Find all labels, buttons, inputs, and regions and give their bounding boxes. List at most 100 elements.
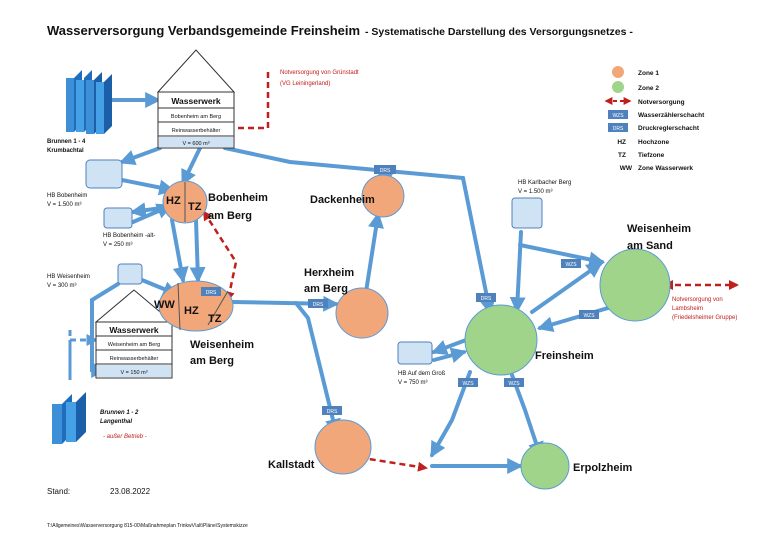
emergency-gruenstadt xyxy=(223,72,270,133)
legend-label: Hochzone xyxy=(638,139,669,146)
wells-krumbachtal xyxy=(66,70,112,134)
place-name: Kallstadt xyxy=(268,459,315,471)
wzs-tag-label: WZS xyxy=(508,381,520,387)
zone-kallstadt xyxy=(314,419,372,475)
wzs-tag-label: WZS xyxy=(565,262,577,268)
drs-tag xyxy=(374,165,396,174)
waterworks-location: Bobenheim am Berg xyxy=(171,114,221,120)
wells-status: - außer Betrieb - xyxy=(103,434,147,440)
stand-date: 23.08.2022 xyxy=(110,487,151,496)
reservoir-label: HB Bobenheim -alt- xyxy=(103,233,155,239)
legend-label: Tiefzone xyxy=(638,152,665,159)
legend-abbr: HZ xyxy=(617,139,626,146)
wzs-tag-label: WZS xyxy=(462,381,474,387)
emergency-note: Notversorgung von Grünstadt xyxy=(280,70,359,76)
legend-label: Zone 1 xyxy=(638,70,659,77)
reservoir-label: HB Bobenheim xyxy=(47,193,87,199)
emergency-note: (VG Leiningerland) xyxy=(280,81,330,87)
legend-label: Wasserzählerschacht xyxy=(638,112,705,119)
drs-tag-label: DRS xyxy=(481,296,492,302)
waterworks-tank: Reinwasserbehälter xyxy=(110,356,159,362)
pipe-hb-bobenheim-to-bobenheim xyxy=(120,178,176,196)
reservoir-label: V = 250 m³ xyxy=(103,242,133,248)
waterworks-title: Wasserwerk xyxy=(109,325,159,335)
place-name: am Sand xyxy=(627,240,673,252)
place-name: am Berg xyxy=(304,283,348,295)
legend-label: Zone 2 xyxy=(638,85,659,92)
legend-abbr: WW xyxy=(620,165,633,172)
zone-erpolzheim xyxy=(520,442,570,490)
wells-label: Brunnen 1 - 4 xyxy=(47,139,86,145)
waterworks-location: Weisenheim am Berg xyxy=(108,342,160,348)
reservoir-box-weisenheim xyxy=(117,263,143,285)
pipe-freinsheim-to-weisenheim-sand xyxy=(530,262,603,314)
place-name: am Berg xyxy=(208,210,252,222)
zone-weisenheim-sand xyxy=(599,248,671,322)
emergency-note: Lambsheim xyxy=(672,306,703,312)
legend-label: Notversorgung xyxy=(638,99,685,106)
place-name: Freinsheim xyxy=(535,350,594,362)
stand-label: Stand: xyxy=(47,487,70,496)
wells-langenthal xyxy=(52,392,86,444)
page-title: Wasserversorgung Verbandsgemeinde Freins… xyxy=(47,23,360,38)
drs-tag xyxy=(201,287,221,296)
reservoir-label: HB Auf dem Groß xyxy=(398,371,446,377)
zone-mark-tz: TZ xyxy=(208,313,222,325)
pipe-ww1-to-freinsheim-a xyxy=(223,146,465,180)
zone-mark-tz: TZ xyxy=(188,201,202,213)
zone-mark-hz: HZ xyxy=(166,195,181,207)
reservoir-label: V = 750 m³ xyxy=(398,380,428,386)
pipe-bobenheim-tz-to-weisenheim xyxy=(189,218,206,284)
pipe-freinsheim-to-hb-gross xyxy=(431,338,468,355)
reservoir-box-bobenheim-alt xyxy=(103,207,133,229)
wells-label: Krumbachtal xyxy=(47,148,84,154)
legend-wzs-swatch xyxy=(608,110,628,119)
waterworks-volume: V = 150 m³ xyxy=(120,370,147,376)
pipe-network xyxy=(90,92,610,474)
legend-drs-swatch xyxy=(608,123,628,132)
pipe-wells2-to-ww2-inactive xyxy=(68,334,99,380)
pipe-karlbacher-to-weisenheim-sand xyxy=(518,243,606,268)
zone-mark-ww: WW xyxy=(154,299,175,311)
legend-zone1-swatch xyxy=(612,66,624,78)
pipe-freinsheim-to-junction xyxy=(430,370,472,458)
place-name: Bobenheim xyxy=(208,192,268,204)
reservoir-box-karlbacher xyxy=(511,197,543,229)
drs-tag-label: DRS xyxy=(206,290,217,296)
zone-mark-hz: HZ xyxy=(184,305,199,317)
pipe-ww1-to-hb-bobenheim xyxy=(118,146,162,166)
wells-label: Brunnen 1 - 2 xyxy=(100,410,139,416)
reservoir-label: HB Weisenheim xyxy=(47,274,90,280)
drs-tag-label: DRS xyxy=(327,409,338,415)
place-name: am Berg xyxy=(190,355,234,367)
reservoir-label: V = 300 m³ xyxy=(47,283,77,289)
legend-label: Druckreglerschacht xyxy=(638,125,700,132)
waterworks-volume: V = 600 m³ xyxy=(182,141,209,147)
pipe-ww1-to-bobenheim xyxy=(181,146,202,186)
place-name: Herxheim xyxy=(304,267,354,279)
pipe-hb-gross-to-freinsheim xyxy=(432,347,468,364)
legend-label: Zone Wasserwerk xyxy=(638,165,693,172)
zone-herxheim xyxy=(335,287,389,339)
legend-wzs-tag: WZS xyxy=(612,113,624,119)
zone-dackenheim xyxy=(361,174,405,218)
waterworks-weisenheim: Wasserwerk Weisenheim am Berg Reinwasser… xyxy=(94,289,174,379)
waterworks-bobenheim: Wasserwerk Bobenheim am Berg Reinwasserb… xyxy=(156,49,236,149)
legend-abbr: TZ xyxy=(618,152,626,159)
drs-tag xyxy=(322,406,342,415)
reservoir-label: HB Karlbacher Berg xyxy=(518,180,571,186)
drs-tag xyxy=(308,299,328,308)
place-name: Weisenheim xyxy=(190,339,254,351)
legend-drs-tag: DRS xyxy=(613,126,624,132)
file-path: T:\Allgemeines\Wasserversorgung 815-00\M… xyxy=(47,523,248,529)
zone-freinsheim xyxy=(464,304,538,376)
page-subtitle: - Systematische Darstellung des Versorgu… xyxy=(365,26,633,38)
pipe-weisenheim-to-kallstadt xyxy=(294,301,341,436)
wzs-tag xyxy=(458,378,478,387)
drs-tag-label: DRS xyxy=(380,168,391,174)
wells-label: Langenthal xyxy=(100,419,132,425)
place-name: Erpolzheim xyxy=(573,462,633,474)
waterworks-tank: Reinwasserbehälter xyxy=(172,128,221,134)
reservoir-box-gross xyxy=(397,341,433,365)
emergency-note: Notversorgung von xyxy=(672,297,723,303)
